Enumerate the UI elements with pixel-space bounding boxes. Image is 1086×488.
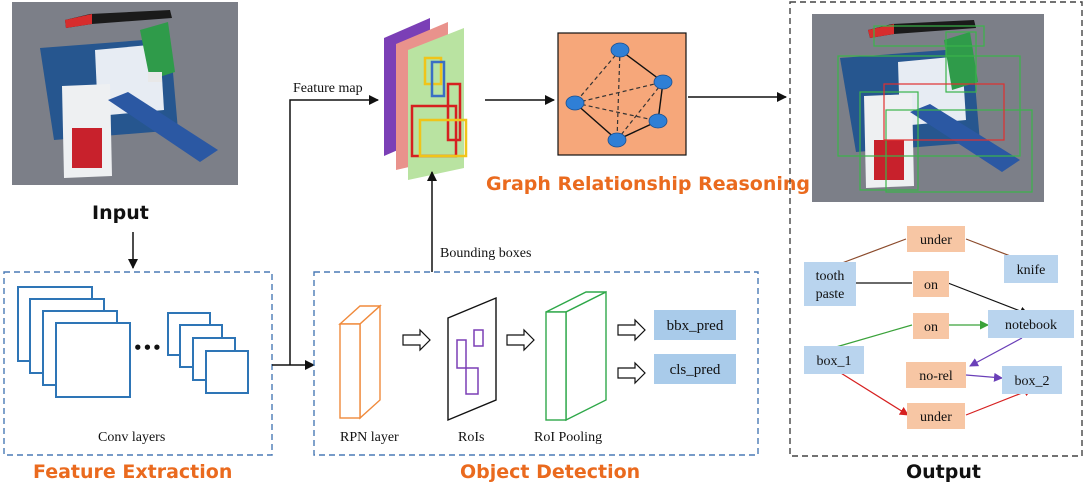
rpn-layer-label: RPN layer (340, 430, 399, 445)
hollow-arrow-rois-to-pooling (506, 328, 535, 352)
input-label: Input (92, 202, 149, 224)
conv-layers-stack-large (17, 286, 131, 398)
input-photo (12, 2, 238, 185)
relation-on-top-label: on (924, 278, 938, 293)
object-detection-title: Object Detection (460, 461, 640, 483)
feature-map-stack (384, 18, 468, 180)
bbx-pred-label: bbx_pred (667, 318, 724, 334)
object-notebook-label: notebook (1005, 318, 1057, 333)
relation-on-top (913, 271, 949, 297)
object-toothpaste (804, 262, 856, 306)
rpn-layer-block (338, 304, 382, 420)
relation-under-top-label: under (920, 233, 952, 248)
feature-extraction-title: Feature Extraction (33, 461, 232, 483)
output-panel (789, 1, 1083, 457)
object-knife (1004, 255, 1058, 283)
object-toothpaste-label-2: paste (816, 287, 845, 302)
bbx-pred-box (654, 310, 736, 340)
object-box2-label: box_2 (1015, 374, 1050, 389)
output-title: Output (906, 461, 981, 483)
roi-pooling-label: RoI Pooling (534, 430, 602, 445)
bounding-boxes-label: Bounding boxes (440, 246, 531, 261)
cls-pred-label: cls_pred (670, 362, 721, 378)
object-detection-box (313, 271, 759, 456)
relation-under-top (907, 226, 965, 252)
object-toothpaste-label-1: tooth (816, 269, 845, 284)
hollow-arrow-to-bbx-pred (617, 318, 646, 342)
object-box1 (804, 346, 864, 374)
relation-on-mid (913, 313, 949, 339)
relation-no-rel (906, 362, 966, 388)
graph-reasoning-title: Graph Relationship Reasoning (486, 173, 810, 195)
hollow-arrow-rpn-to-rois (402, 328, 431, 352)
relation-under-bottom-label: under (920, 410, 952, 425)
conv-layers-stack-small (167, 312, 249, 394)
roi-pooling-block (545, 290, 607, 422)
object-knife-label: knife (1017, 263, 1046, 278)
rois-block (447, 296, 497, 422)
cls-pred-box (654, 354, 736, 384)
relationship-graph (557, 32, 687, 156)
object-box1-label: box_1 (817, 354, 852, 369)
feature-map-label: Feature map (293, 81, 363, 96)
relation-on-mid-label: on (924, 320, 938, 335)
arrow-conv-to-feature-map (289, 95, 379, 365)
conv-ellipsis: ••• (133, 339, 162, 357)
relation-under-bottom (907, 403, 965, 429)
relation-no-rel-label: no-rel (919, 369, 953, 384)
conv-layers-label: Conv layers (98, 430, 165, 445)
rois-label: RoIs (458, 430, 484, 445)
output-photo (812, 14, 1044, 202)
hollow-arrow-to-cls-pred (617, 361, 646, 385)
object-box2 (1002, 366, 1062, 394)
object-notebook (988, 310, 1074, 338)
feature-extraction-box (3, 271, 273, 456)
